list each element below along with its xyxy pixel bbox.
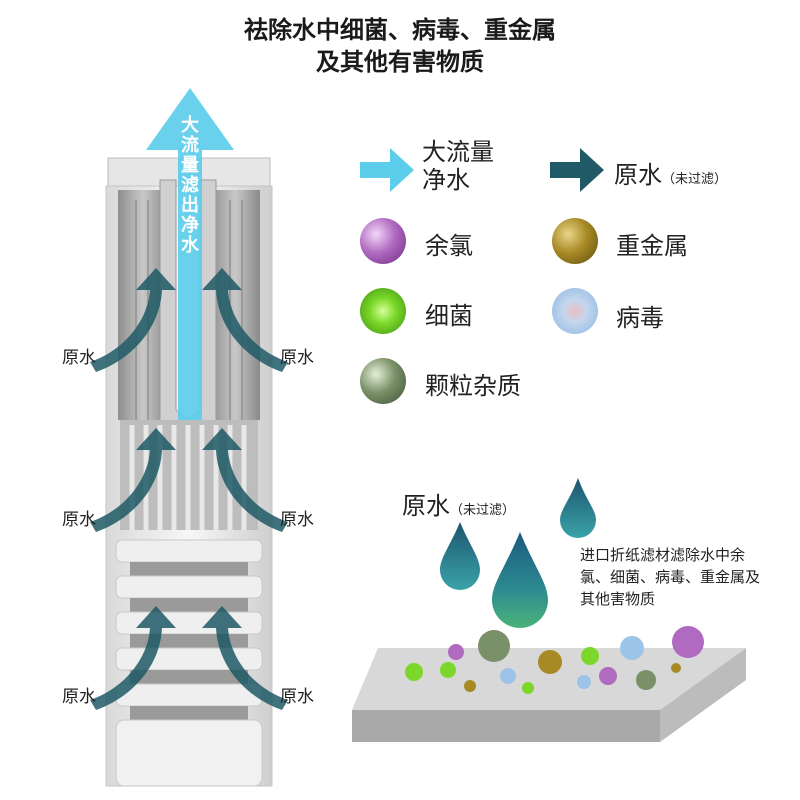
legend-particles: 颗粒杂质 [425, 372, 521, 400]
legend-raw-water-note: （未过滤） [662, 172, 728, 187]
legend-clean-water-line2: 净水 [422, 166, 470, 194]
legend-raw-water-label: 原水 [614, 161, 662, 189]
vtext-char: 出 [181, 195, 199, 216]
legend-raw-arrow-icon [550, 148, 604, 192]
vtext-char: 大 [181, 115, 199, 136]
process-raw-water-label: 原水 [402, 492, 450, 520]
raw-water-label-right-mid: 原水 [280, 510, 314, 530]
heavy-metal-ball-icon [552, 218, 598, 264]
drop-small-right [560, 478, 596, 538]
drop-large [492, 532, 548, 628]
vtext-char: 流 [181, 135, 199, 156]
raw-water-flow-arrows [90, 268, 288, 710]
legend-heavy-metal: 重金属 [616, 232, 688, 260]
legend-bacteria: 细菌 [425, 302, 473, 330]
page-title: 祛除水中细菌、病毒、重金属 [244, 16, 556, 44]
virus-ball-icon [552, 288, 598, 334]
trapped-particles [405, 626, 704, 694]
raw-water-label-left-bottom: 原水 [62, 687, 96, 707]
vtext-char: 量 [181, 155, 199, 176]
legend-virus: 病毒 [616, 304, 664, 332]
process-description: 进口折纸滤材滤除水中余氯、细菌、病毒、重金属及其他害物质 [580, 546, 761, 608]
vtext-char: 净 [181, 215, 199, 236]
chlorine-ball-icon [360, 218, 406, 264]
clean-water-arrow [146, 88, 234, 420]
legend-chlorine: 余氯 [425, 232, 473, 260]
raw-water-label-right-top: 原水 [280, 348, 314, 368]
process-raw-water-note: （未过滤） [450, 503, 516, 518]
legend-raw-water: 原水（未过滤） [614, 155, 727, 190]
legend-clean-water: 大流量 净水 [422, 138, 494, 194]
drop-left [440, 522, 480, 590]
particle-ball-icon [360, 358, 406, 404]
vtext-char: 滤 [181, 175, 199, 196]
process-raw-water: 原水（未过滤） [402, 486, 515, 521]
legend-clean-arrow-icon [360, 148, 414, 192]
raw-water-label-left-mid: 原水 [62, 510, 96, 530]
vtext-char: 水 [181, 235, 199, 256]
page-subtitle: 及其他有害物质 [316, 48, 484, 76]
bacteria-ball-icon [360, 288, 406, 334]
raw-water-label-left-top: 原水 [62, 348, 96, 368]
vertical-clean-water-label: 大 流 量 滤 出 净 水 [178, 116, 202, 256]
raw-water-label-right-bottom: 原水 [280, 687, 314, 707]
legend-clean-water-line1: 大流量 [422, 138, 494, 166]
